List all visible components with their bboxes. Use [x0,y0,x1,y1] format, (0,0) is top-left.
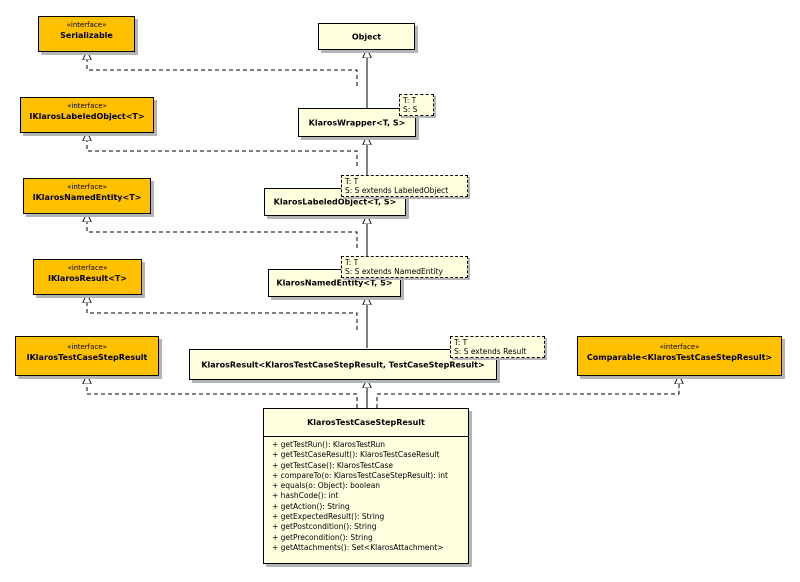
implements-labeled-object-line [87,133,358,166]
iklaros-labeled-object-interface[interactable]: «interface» IKlarosLabeledObject<T> [20,97,154,133]
stereotype-label: «interface» [67,343,107,351]
interface-name: IKlarosLabeledObject<T> [29,112,145,121]
implements-result-line [87,295,358,330]
type-param-s: S: S extends Result [454,347,527,356]
implements-comparable-line [376,376,679,408]
method-item: + getAttachments(): Set<KlarosAttachment… [272,542,444,552]
class-name: KlarosWrapper<T, S> [308,118,406,127]
class-name: KlarosNamedEntity<T, S> [276,278,393,288]
stereotype-label: «interface» [66,21,107,29]
class-name: KlarosLabeledObject<T, S> [273,197,397,207]
method-item: + getExpectedResult(): String [272,512,385,522]
method-item: + getAction(): String [272,501,350,511]
class-name: KlarosTestCaseStepResult [264,409,468,437]
method-item: + getPrecondition(): String [272,532,373,542]
implements-named-entity-line [87,214,358,248]
type-param-s: S: S extends LabeledObject [345,186,449,195]
stereotype-label: «interface» [67,183,107,191]
method-item: + getTestRun(): KlarosTestRun [272,440,386,449]
serializable-interface[interactable]: «interface» Serializable [38,16,135,52]
type-param-t: T: T [345,258,359,267]
iklaros-named-entity-interface[interactable]: «interface» IKlarosNamedEntity<T> [23,178,151,214]
method-item: + equals(o: Object): boolean [272,481,381,491]
type-param-s: S: S [403,105,418,114]
stereotype-label: «interface» [67,264,108,272]
klaros-result-type-params: T: T S: S extends Result [450,336,545,358]
klaros-test-case-step-result-class[interactable]: KlarosTestCaseStepResult + getTestRun():… [263,408,469,564]
klaros-wrapper-class[interactable]: KlarosWrapper<T, S> [298,108,416,137]
klaros-labeled-object-class[interactable]: KlarosLabeledObject<T, S> [264,188,406,216]
method-item: + hashCode(): int [272,491,339,501]
interface-name: Comparable<KlarosTestCaseStepResult> [586,353,773,362]
stereotype-label: «interface» [67,102,107,110]
iklaros-result-interface[interactable]: «interface» IKlarosResult<T> [33,259,142,295]
implements-test-case-step-result-line [87,376,358,408]
implements-serializable-line [87,52,358,86]
klaros-wrapper-type-params: T: T S: S [399,94,434,116]
method-item: + getTestCaseResult(): KlarosTestCaseRes… [272,450,440,460]
type-param-t: T: T [345,177,359,186]
method-list: + getTestRun(): KlarosTestRun + getTestC… [264,437,468,553]
type-param-t: T: T [454,338,468,347]
stereotype-label: «interface» [659,343,700,351]
type-param-t: T: T [403,96,417,105]
class-name: KlarosResult<KlarosTestCaseStepResult, T… [201,360,485,369]
interface-name: IKlarosNamedEntity<T> [32,193,142,202]
method-item: + getPostcondition(): String [272,522,377,532]
method-item: + compareTo(o: KlarosTestCaseStepResult)… [272,470,448,480]
method-item: + getTestCase(): KlarosTestCase [272,460,394,470]
klaros-labeled-object-type-params: T: T S: S extends LabeledObject [341,175,468,197]
class-name: Object [351,32,382,41]
interface-name: Serializable [60,31,113,40]
klaros-result-class[interactable]: KlarosResult<KlarosTestCaseStepResult, T… [189,349,497,380]
comparable-interface[interactable]: «interface» Comparable<KlarosTestCaseSte… [577,336,782,376]
interface-name: IKlarosTestCaseStepResult [26,353,148,362]
iklaros-test-case-step-result-interface[interactable]: «interface» IKlarosTestCaseStepResult [15,336,159,376]
type-param-s: S: S extends NamedEntity [345,267,443,276]
object-class[interactable]: Object [318,23,415,50]
interface-name: IKlarosResult<T> [48,274,127,283]
klaros-named-entity-type-params: T: T S: S extends NamedEntity [341,256,468,278]
